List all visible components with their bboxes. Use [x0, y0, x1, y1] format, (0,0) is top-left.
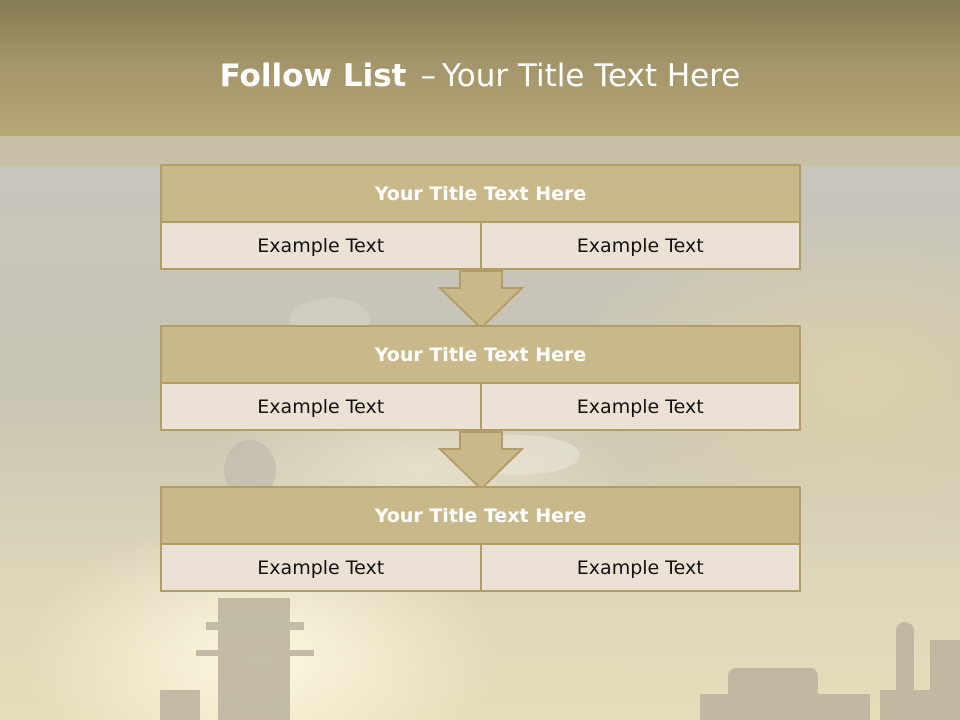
down-arrow-icon	[438, 270, 524, 330]
list-card-3: Your Title Text Here Example Text Exampl…	[160, 486, 801, 592]
card-text-left: Example Text	[257, 556, 385, 579]
card-text-left: Example Text	[257, 395, 385, 418]
page-title: Follow List–Your Title Text Here	[0, 56, 960, 100]
card-title: Your Title Text Here	[162, 327, 799, 384]
card-title: Your Title Text Here	[162, 166, 799, 223]
card-text-right: Example Text	[479, 223, 800, 268]
title-separator: –	[420, 58, 436, 94]
card-text-right: Example Text	[479, 384, 800, 429]
title-rest: Your Title Text Here	[441, 58, 741, 94]
list-card-1: Your Title Text Here Example Text Exampl…	[160, 164, 801, 270]
card-text-left: Example Text	[257, 234, 385, 257]
card-title: Your Title Text Here	[162, 488, 799, 545]
down-arrow-icon	[438, 431, 524, 491]
header-band	[0, 0, 960, 136]
card-text-right: Example Text	[479, 545, 800, 590]
title-bold: Follow List	[219, 58, 407, 94]
list-card-2: Your Title Text Here Example Text Exampl…	[160, 325, 801, 431]
header-strip	[0, 136, 960, 166]
